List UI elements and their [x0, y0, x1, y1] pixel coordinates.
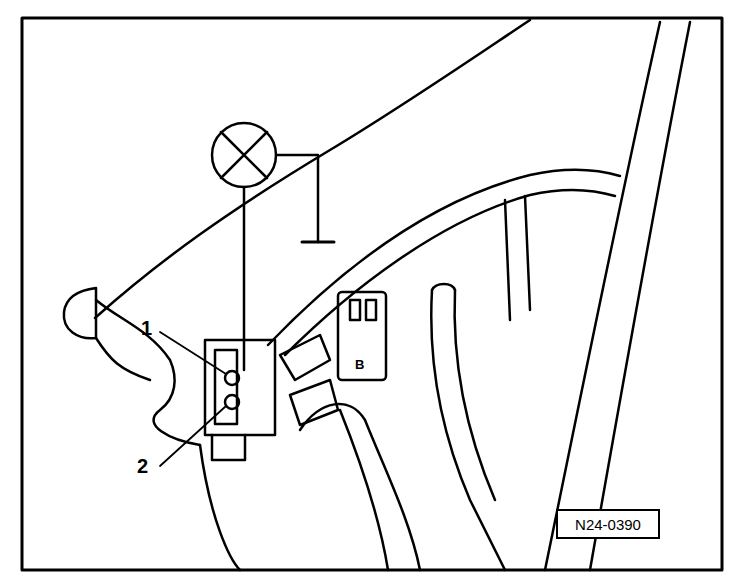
reference-box: N24-0390 [556, 509, 660, 539]
sensor-body [338, 292, 386, 380]
sensor-pins [350, 300, 376, 320]
strut [455, 290, 495, 500]
plug-body [290, 380, 338, 425]
callout-number: 1 [141, 318, 152, 338]
callout-number: 2 [137, 456, 148, 476]
arch-outer [268, 170, 620, 345]
arch-inner [285, 190, 615, 355]
test-lamp-cross [221, 132, 267, 178]
bolt-head [64, 288, 96, 338]
pillar-edge [545, 22, 660, 570]
pillar-edge [590, 22, 690, 570]
strut [431, 290, 505, 570]
reference-number: N24-0390 [575, 516, 641, 533]
pin [225, 395, 239, 409]
arch-rib [505, 196, 530, 320]
cable-sleeve [300, 404, 420, 570]
connector-housing [205, 340, 275, 435]
leader-line [160, 406, 226, 466]
bracket-arm [96, 300, 200, 445]
leader-line [160, 332, 226, 374]
test-lamp-symbol [212, 123, 276, 187]
pin [225, 371, 239, 385]
connector-foot [212, 435, 245, 460]
bracket-lower [96, 338, 150, 380]
body-contour [95, 20, 530, 318]
callout-number: B [355, 358, 364, 371]
mount-edge [200, 445, 240, 570]
lamp-wire [276, 155, 318, 242]
plug-body [280, 335, 330, 380]
frame [22, 18, 722, 570]
strut-top [432, 284, 455, 290]
probe-wire [243, 187, 246, 370]
cable-sleeve [340, 410, 388, 570]
ground-symbol [302, 241, 334, 244]
